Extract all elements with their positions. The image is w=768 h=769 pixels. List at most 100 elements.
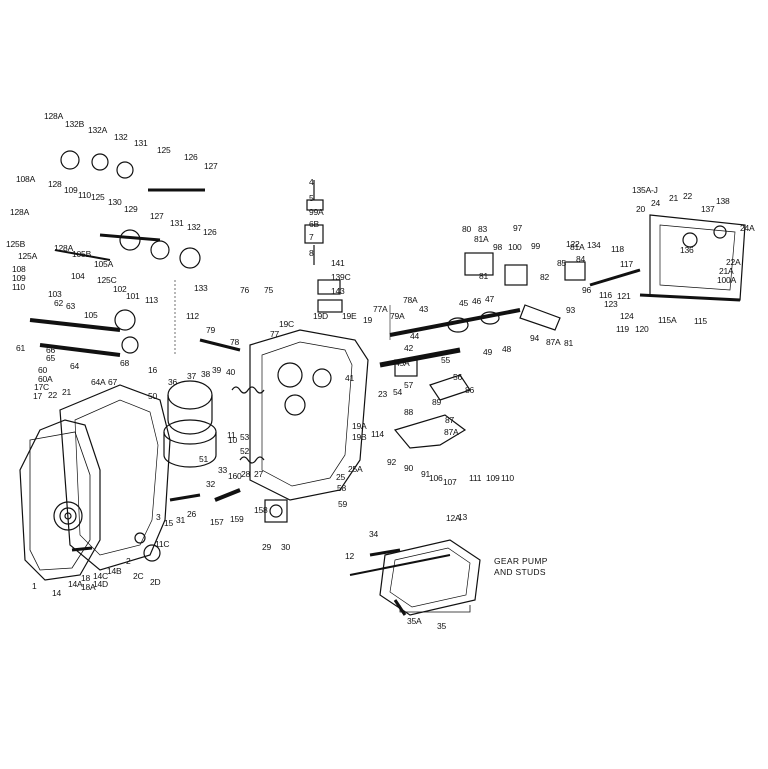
part-label: 21	[62, 387, 72, 397]
part-label: 79A	[390, 311, 405, 321]
part-label: 113	[145, 295, 158, 305]
part-label: 33	[218, 465, 228, 475]
part-label: 81	[479, 271, 489, 281]
part-label: 12A	[446, 513, 461, 523]
part-label: 117	[620, 259, 633, 269]
part-label: 128A	[44, 111, 64, 121]
part-label: 26	[187, 509, 197, 519]
part-label: 110	[12, 282, 25, 292]
part-label: 81A	[474, 234, 489, 244]
part-label: 28	[241, 469, 251, 479]
part-label: 1	[32, 581, 37, 591]
part-label: 68	[120, 358, 130, 368]
part-label: 11	[227, 430, 236, 440]
part-label: 31	[176, 515, 186, 525]
part-label: 15	[164, 518, 174, 528]
gear-pump-caption: GEAR PUMP AND STUDS	[494, 556, 548, 578]
part-label: 78	[230, 337, 240, 347]
part-label: 132	[114, 132, 128, 142]
part-label: 78A	[403, 295, 418, 305]
part-label: 115	[694, 316, 707, 326]
part-label: 106	[429, 473, 443, 483]
part-label: 121	[617, 291, 631, 301]
part-label: 116	[599, 290, 612, 300]
caption-line-1: GEAR PUMP	[494, 556, 548, 566]
part-label: 82	[540, 272, 550, 282]
part-label: 54	[393, 387, 403, 397]
part-label: 18A	[81, 582, 96, 592]
part-label: 62	[54, 298, 64, 308]
part-label: 10	[228, 435, 238, 445]
part-label: 132B	[65, 119, 85, 129]
part-label: 94	[530, 333, 540, 343]
part-label: 40	[226, 367, 236, 377]
rear-plate	[19, 419, 101, 581]
part-label: 125C	[97, 275, 117, 285]
part-label: 25A	[348, 464, 363, 474]
part-label: 11C	[155, 539, 170, 549]
part-label: 125A	[18, 251, 38, 261]
part-label: 19C	[279, 319, 294, 329]
part-label: 130	[108, 197, 122, 207]
part-label: 27	[254, 469, 264, 479]
part-label: 128A	[10, 207, 30, 217]
part-label: 81A	[570, 242, 585, 252]
part-label: 125	[91, 192, 105, 202]
part-label: 22	[683, 191, 693, 201]
part-label: 25	[336, 472, 346, 482]
part-label: 76	[240, 285, 250, 295]
part-label: 22A	[726, 257, 741, 267]
part-label: 53	[240, 432, 250, 442]
part-label: 23	[378, 389, 388, 399]
part-label: 129	[124, 204, 138, 214]
part-label: 127	[150, 211, 164, 221]
part-label: 75	[264, 285, 274, 295]
part-label: 29	[262, 542, 272, 552]
part-label: 17	[33, 391, 43, 401]
part-label: 14B	[107, 566, 122, 576]
part-label: 60	[38, 365, 48, 375]
part-label: 110	[78, 190, 91, 200]
part-label: 21A	[719, 266, 734, 276]
part-label: 61	[16, 343, 26, 353]
part-label: 99	[531, 241, 541, 251]
part-label: 58	[337, 483, 347, 493]
part-label: 105A	[94, 259, 114, 269]
part-label: 41	[345, 373, 355, 383]
part-label: 5	[309, 193, 314, 203]
part-label: 102	[113, 284, 127, 294]
part-label: 77	[270, 329, 280, 339]
part-label: 14	[52, 588, 62, 598]
part-label: 99A	[309, 207, 324, 217]
part-label: 133	[194, 283, 208, 293]
part-label: 131	[134, 138, 148, 148]
part-label: 139C	[331, 272, 351, 282]
part-label: 128	[48, 179, 62, 189]
part-label: 56	[453, 372, 463, 382]
part-label: 8	[309, 248, 314, 258]
part-label: 158	[254, 505, 268, 515]
part-label: 47	[485, 294, 495, 304]
part-label: 109	[486, 473, 500, 483]
part-label: 138	[716, 196, 730, 206]
part-label: 19A	[352, 421, 367, 431]
part-label: 49	[483, 347, 493, 357]
part-label: 24	[651, 198, 661, 208]
part-label: 32	[206, 479, 216, 489]
part-label: 104	[71, 271, 85, 281]
part-label: 160	[228, 471, 242, 481]
part-label: 4	[309, 177, 314, 187]
part-label: 19E	[342, 311, 357, 321]
part-label: 16	[148, 365, 158, 375]
part-label: 45	[459, 298, 469, 308]
part-label: 51	[199, 454, 209, 464]
part-label: 105	[84, 310, 98, 320]
part-label: 126	[184, 152, 198, 162]
part-label: 35	[437, 621, 447, 631]
part-label: 122	[566, 239, 580, 249]
part-label: 48	[502, 344, 512, 354]
part-label: 63	[66, 301, 76, 311]
part-label: 88	[404, 407, 414, 417]
part-label: 64A	[91, 377, 106, 387]
